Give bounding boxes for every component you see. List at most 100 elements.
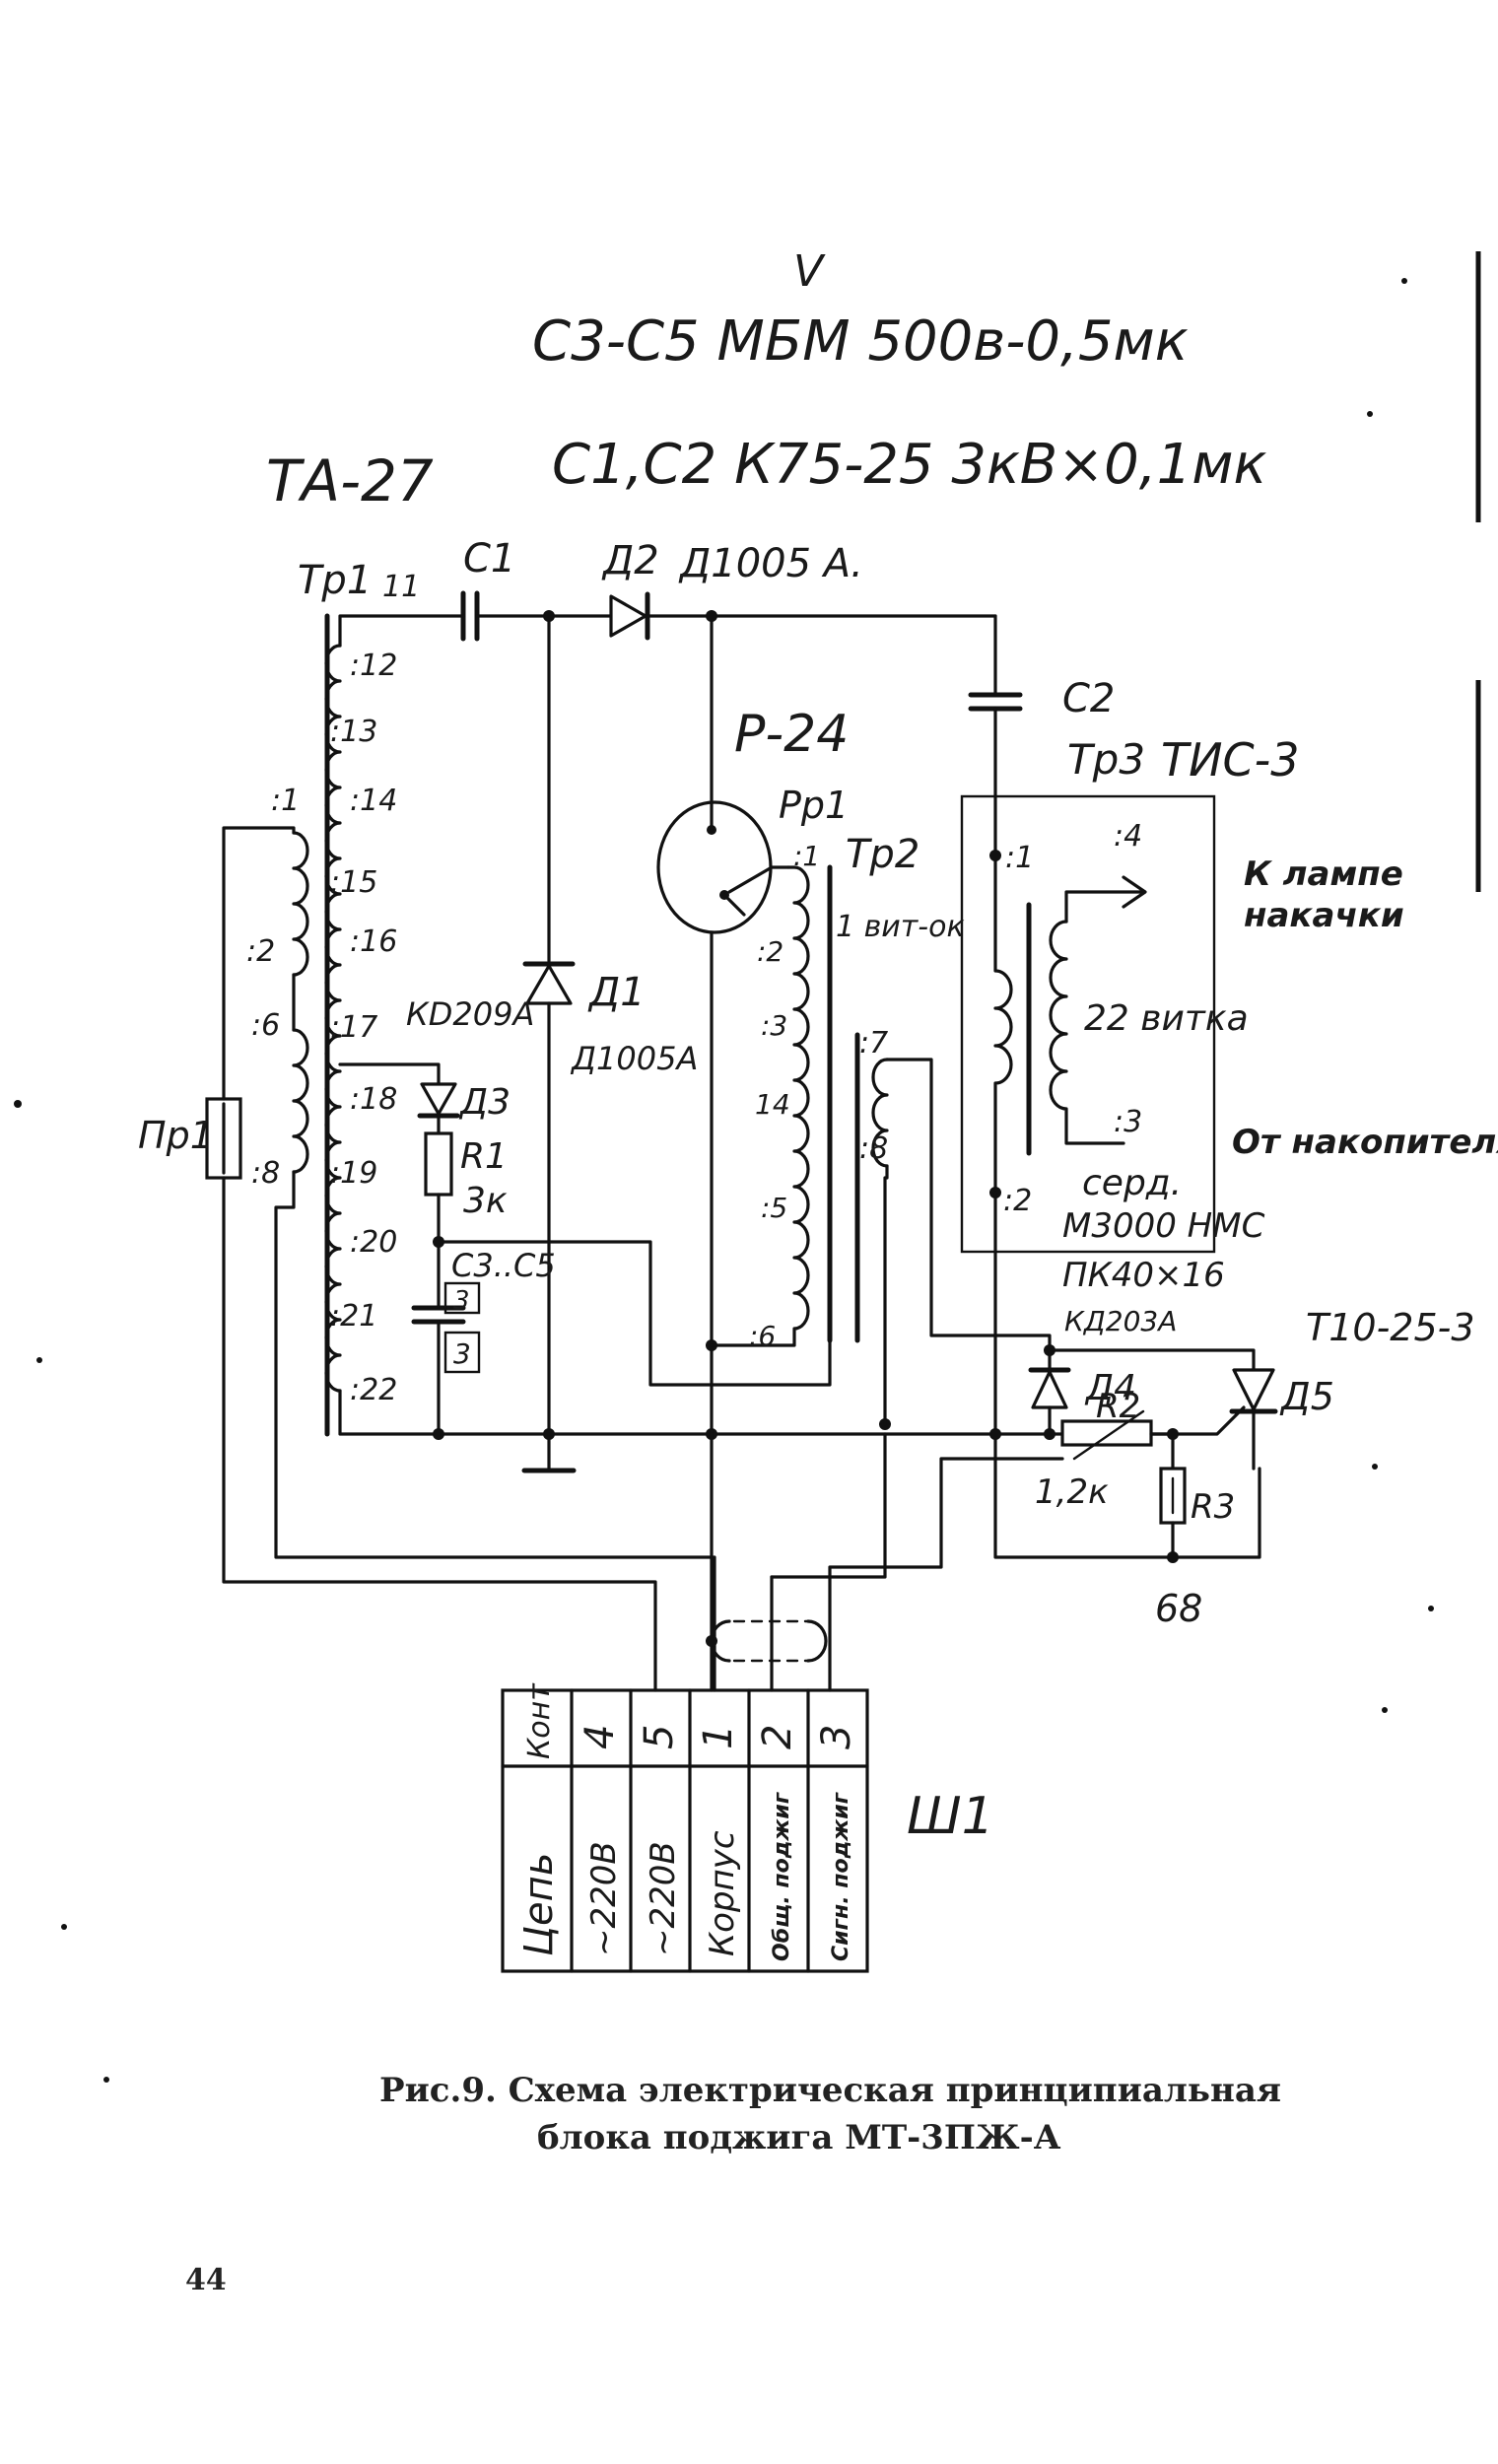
tr1-pin-19: :19 xyxy=(330,1156,377,1191)
note-c1c2: С1,С2 К75-25 3кВ×0,1мк xyxy=(552,433,1266,497)
wire-tr1-17-to-d3 xyxy=(338,1062,441,1086)
wire-tr1-11-to-c1 xyxy=(338,614,465,648)
label-to-pump-lamp-2: накачки xyxy=(1244,896,1404,935)
label-pr1: Пр1 xyxy=(138,1114,214,1157)
tr1-pin-20: :20 xyxy=(350,1225,397,1260)
tr1-pin-16: :16 xyxy=(350,924,397,959)
scan-specks xyxy=(14,278,1434,2083)
contact-5: 5 xyxy=(637,1725,682,1749)
tr1-pin-15: :15 xyxy=(330,865,377,900)
circuit-220v-2: ~220В xyxy=(644,1841,683,1956)
tr3-pin-3: :3 xyxy=(1114,1105,1142,1139)
header-contact: Конт xyxy=(522,1682,557,1759)
tr1-pin-21: :21 xyxy=(330,1299,377,1334)
label-from-store: От накопителя xyxy=(1232,1123,1498,1162)
note-model: ТА-27 xyxy=(266,447,434,514)
label-d3: Д3 xyxy=(458,1082,511,1123)
circuit-common-ignition: Общ. поджиг xyxy=(770,1791,794,1961)
capacitor-c2: С2 xyxy=(968,676,1115,721)
circuit-signal-ignition: Сигн. поджиг xyxy=(829,1791,853,1961)
label-sh1: Ш1 xyxy=(907,1787,994,1846)
capacitor-c1: С1 xyxy=(460,536,515,642)
transformer-tr3: Тр3 ТИС-3 :1 :4 :3 :2 22 витка серд. М30… xyxy=(960,733,1300,1254)
pp1-coil xyxy=(710,865,810,1347)
wire-primary-pin1 xyxy=(222,826,296,1101)
label-c2: С2 xyxy=(1062,676,1115,721)
label-22-turns: 22 витка xyxy=(1084,998,1249,1039)
thyristor-d5: Д5 Т10-25-3 xyxy=(1229,1306,1475,1418)
cap-count-1: 3 xyxy=(453,1286,470,1316)
label-d1: Д1 xyxy=(587,970,646,1015)
label-d2: Д2 xyxy=(601,538,659,583)
wire-bottom-rail xyxy=(338,1389,997,1436)
caption-line-2: блока поджига МТ-3ПЖ-А xyxy=(537,2118,1061,2157)
fuse-pr1: Пр1 xyxy=(138,1097,242,1180)
check-mark: V xyxy=(793,246,826,297)
cap-count-2: 3 xyxy=(453,1337,471,1370)
wire-fuse-to-connector-4 xyxy=(222,1176,657,1692)
pp1-pin-6: :6 xyxy=(749,1320,776,1352)
label-kd203: КД203А xyxy=(1064,1305,1177,1337)
tr3-outline xyxy=(960,794,1216,1254)
tr3-primary-coil xyxy=(993,854,1013,1195)
label-r2-value: 1,2к xyxy=(1035,1472,1109,1512)
tr1-secondary-coil xyxy=(324,644,342,1393)
tr1-pin-13: :13 xyxy=(330,715,377,749)
label-core-1: серд. xyxy=(1082,1163,1182,1203)
contact-1: 1 xyxy=(696,1725,741,1749)
tr1-pin-1: :1 xyxy=(271,784,300,818)
label-kd209: КD209А xyxy=(406,995,534,1033)
pp1-pin-5: :5 xyxy=(761,1192,787,1224)
label-core-3: ПК40×16 xyxy=(1062,1256,1225,1295)
connector-sh1-table: Конт Цепь 4 5 1 2 3 ~220В ~220В Корпус О… xyxy=(501,1682,869,1973)
wire-d4-node xyxy=(1048,1348,1256,1372)
tr2-coil xyxy=(871,1058,889,1168)
wire-tr3-2-to-trigger xyxy=(993,1191,1261,1559)
tr1-pin-14: :14 xyxy=(350,784,397,818)
tr3-pin-2: :2 xyxy=(1003,1184,1032,1218)
label-tr1: Тр1 xyxy=(298,558,372,603)
tr1-pin-12: :12 xyxy=(350,649,397,683)
note-d2-type: Д1005 А. xyxy=(678,541,863,586)
contact-3: 3 xyxy=(814,1725,859,1749)
label-tr2-winding: 1 вит-ок xyxy=(836,910,965,944)
capacitors-c3-c5: С3..С5 3 3 xyxy=(411,1247,556,1374)
spark-gap-p24 xyxy=(656,800,790,934)
note-c3c5: С3-С5 МБМ 500в-0,5мк xyxy=(532,309,1189,374)
resistor-r1: R1 3к xyxy=(424,1131,508,1221)
header-circuit: Цепь xyxy=(516,1853,562,1956)
wire-primary-pin8-to-connector-5 xyxy=(274,1170,716,1692)
label-r3-value: 68 xyxy=(1155,1587,1202,1630)
tr3-pin-1: :1 xyxy=(1005,841,1034,875)
pp1-pin-3: :3 xyxy=(761,1009,787,1042)
tr1-pin-2: :2 xyxy=(246,934,275,969)
tr3-lamp-arrow xyxy=(1064,875,1147,924)
tr1-pin-8: :8 xyxy=(251,1156,280,1191)
tr1-pin-18: :18 xyxy=(350,1082,397,1117)
wire-tr2-7 xyxy=(885,1058,1052,1352)
label-core-2: М3000 НМС xyxy=(1062,1206,1265,1246)
label-r3: R3 xyxy=(1191,1487,1235,1527)
transformer-tr2: Тр2 1 вит-ок :7 :8 xyxy=(836,832,1052,1426)
label-d5: Д5 xyxy=(1279,1375,1334,1418)
cable-clamp xyxy=(706,1619,828,1663)
pp1-pin-2: :2 xyxy=(757,935,783,968)
label-d4: Д4 xyxy=(1084,1368,1136,1408)
wire-connector-2-route xyxy=(770,1432,887,1579)
pp1-pin-14: 14 xyxy=(755,1088,790,1121)
circuit-220v-1: ~220В xyxy=(584,1841,624,1956)
label-tr2: Тр2 xyxy=(846,832,919,877)
label-t10: Т10-25-3 xyxy=(1306,1306,1475,1349)
circuit-housing: Корпус xyxy=(703,1830,742,1956)
tr1-pin-17: :17 xyxy=(330,1010,377,1045)
label-c1: С1 xyxy=(463,536,515,582)
tr3-secondary-coil xyxy=(1049,920,1125,1145)
label-pp1: Рр1 xyxy=(779,784,849,827)
contact-4: 4 xyxy=(578,1725,623,1749)
wire-connector-3-route xyxy=(828,1457,1064,1692)
pp1-pin-1: :1 xyxy=(793,840,820,872)
tr2-pin-7: :7 xyxy=(859,1026,888,1061)
label-p24: Р-24 xyxy=(734,705,849,764)
label-d1-type: Д1005А xyxy=(570,1040,698,1077)
